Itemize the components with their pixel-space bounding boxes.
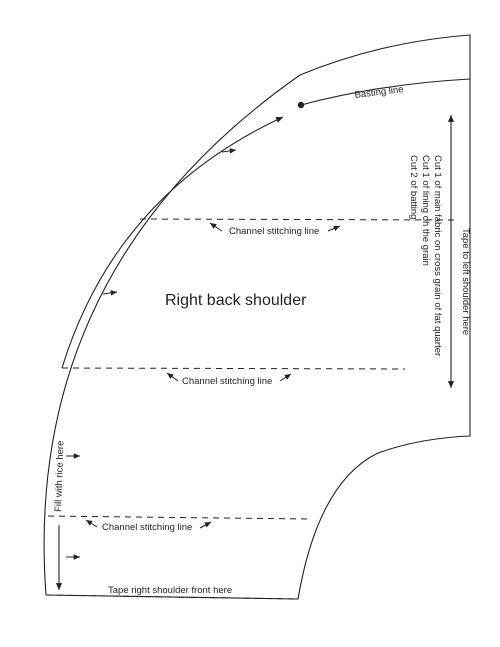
channel-3-arrow-right	[199, 521, 212, 529]
channel-1-arrow-left	[209, 222, 223, 232]
pattern-outline	[43, 34, 471, 600]
bottom-dashed-edge	[45, 594, 299, 600]
channel-3-arrow-left	[85, 519, 98, 528]
inner-seam-curve	[61, 116, 284, 369]
channel-2-arrow-right	[279, 373, 292, 382]
channel-line-1	[139, 218, 459, 221]
cut-instruction-1: Cut 1 of main fabric on cross grain of f…	[432, 155, 443, 356]
channel-line-3	[47, 515, 311, 520]
tape-front-label: Tape right shoulder front here	[108, 585, 232, 596]
channel-label-2: Channel stitching line	[182, 376, 272, 387]
channel-label-3: Channel stitching line	[102, 522, 192, 533]
channel-label-1: Channel stitching line	[229, 226, 319, 237]
fill-with-rice-label: Fill with rice here	[53, 440, 66, 512]
channel-line-2	[61, 367, 406, 370]
channel-1-arrow-right	[327, 225, 341, 232]
tape-left-label: Tape to left shoulder here	[460, 228, 471, 335]
basting-line	[300, 78, 471, 106]
basting-line-dot	[297, 101, 305, 109]
small-arrow-2	[102, 290, 118, 296]
channel-2-arrow-left	[166, 372, 179, 382]
basting-line-label: Basting line	[354, 84, 404, 101]
cut-instruction-3: Cut 2 of batting	[408, 155, 419, 219]
small-arrow-1	[221, 148, 237, 154]
pattern-title: Right back shoulder	[165, 292, 307, 309]
cut-instruction-2: Cut 1 of lining oh the grain	[420, 155, 431, 266]
